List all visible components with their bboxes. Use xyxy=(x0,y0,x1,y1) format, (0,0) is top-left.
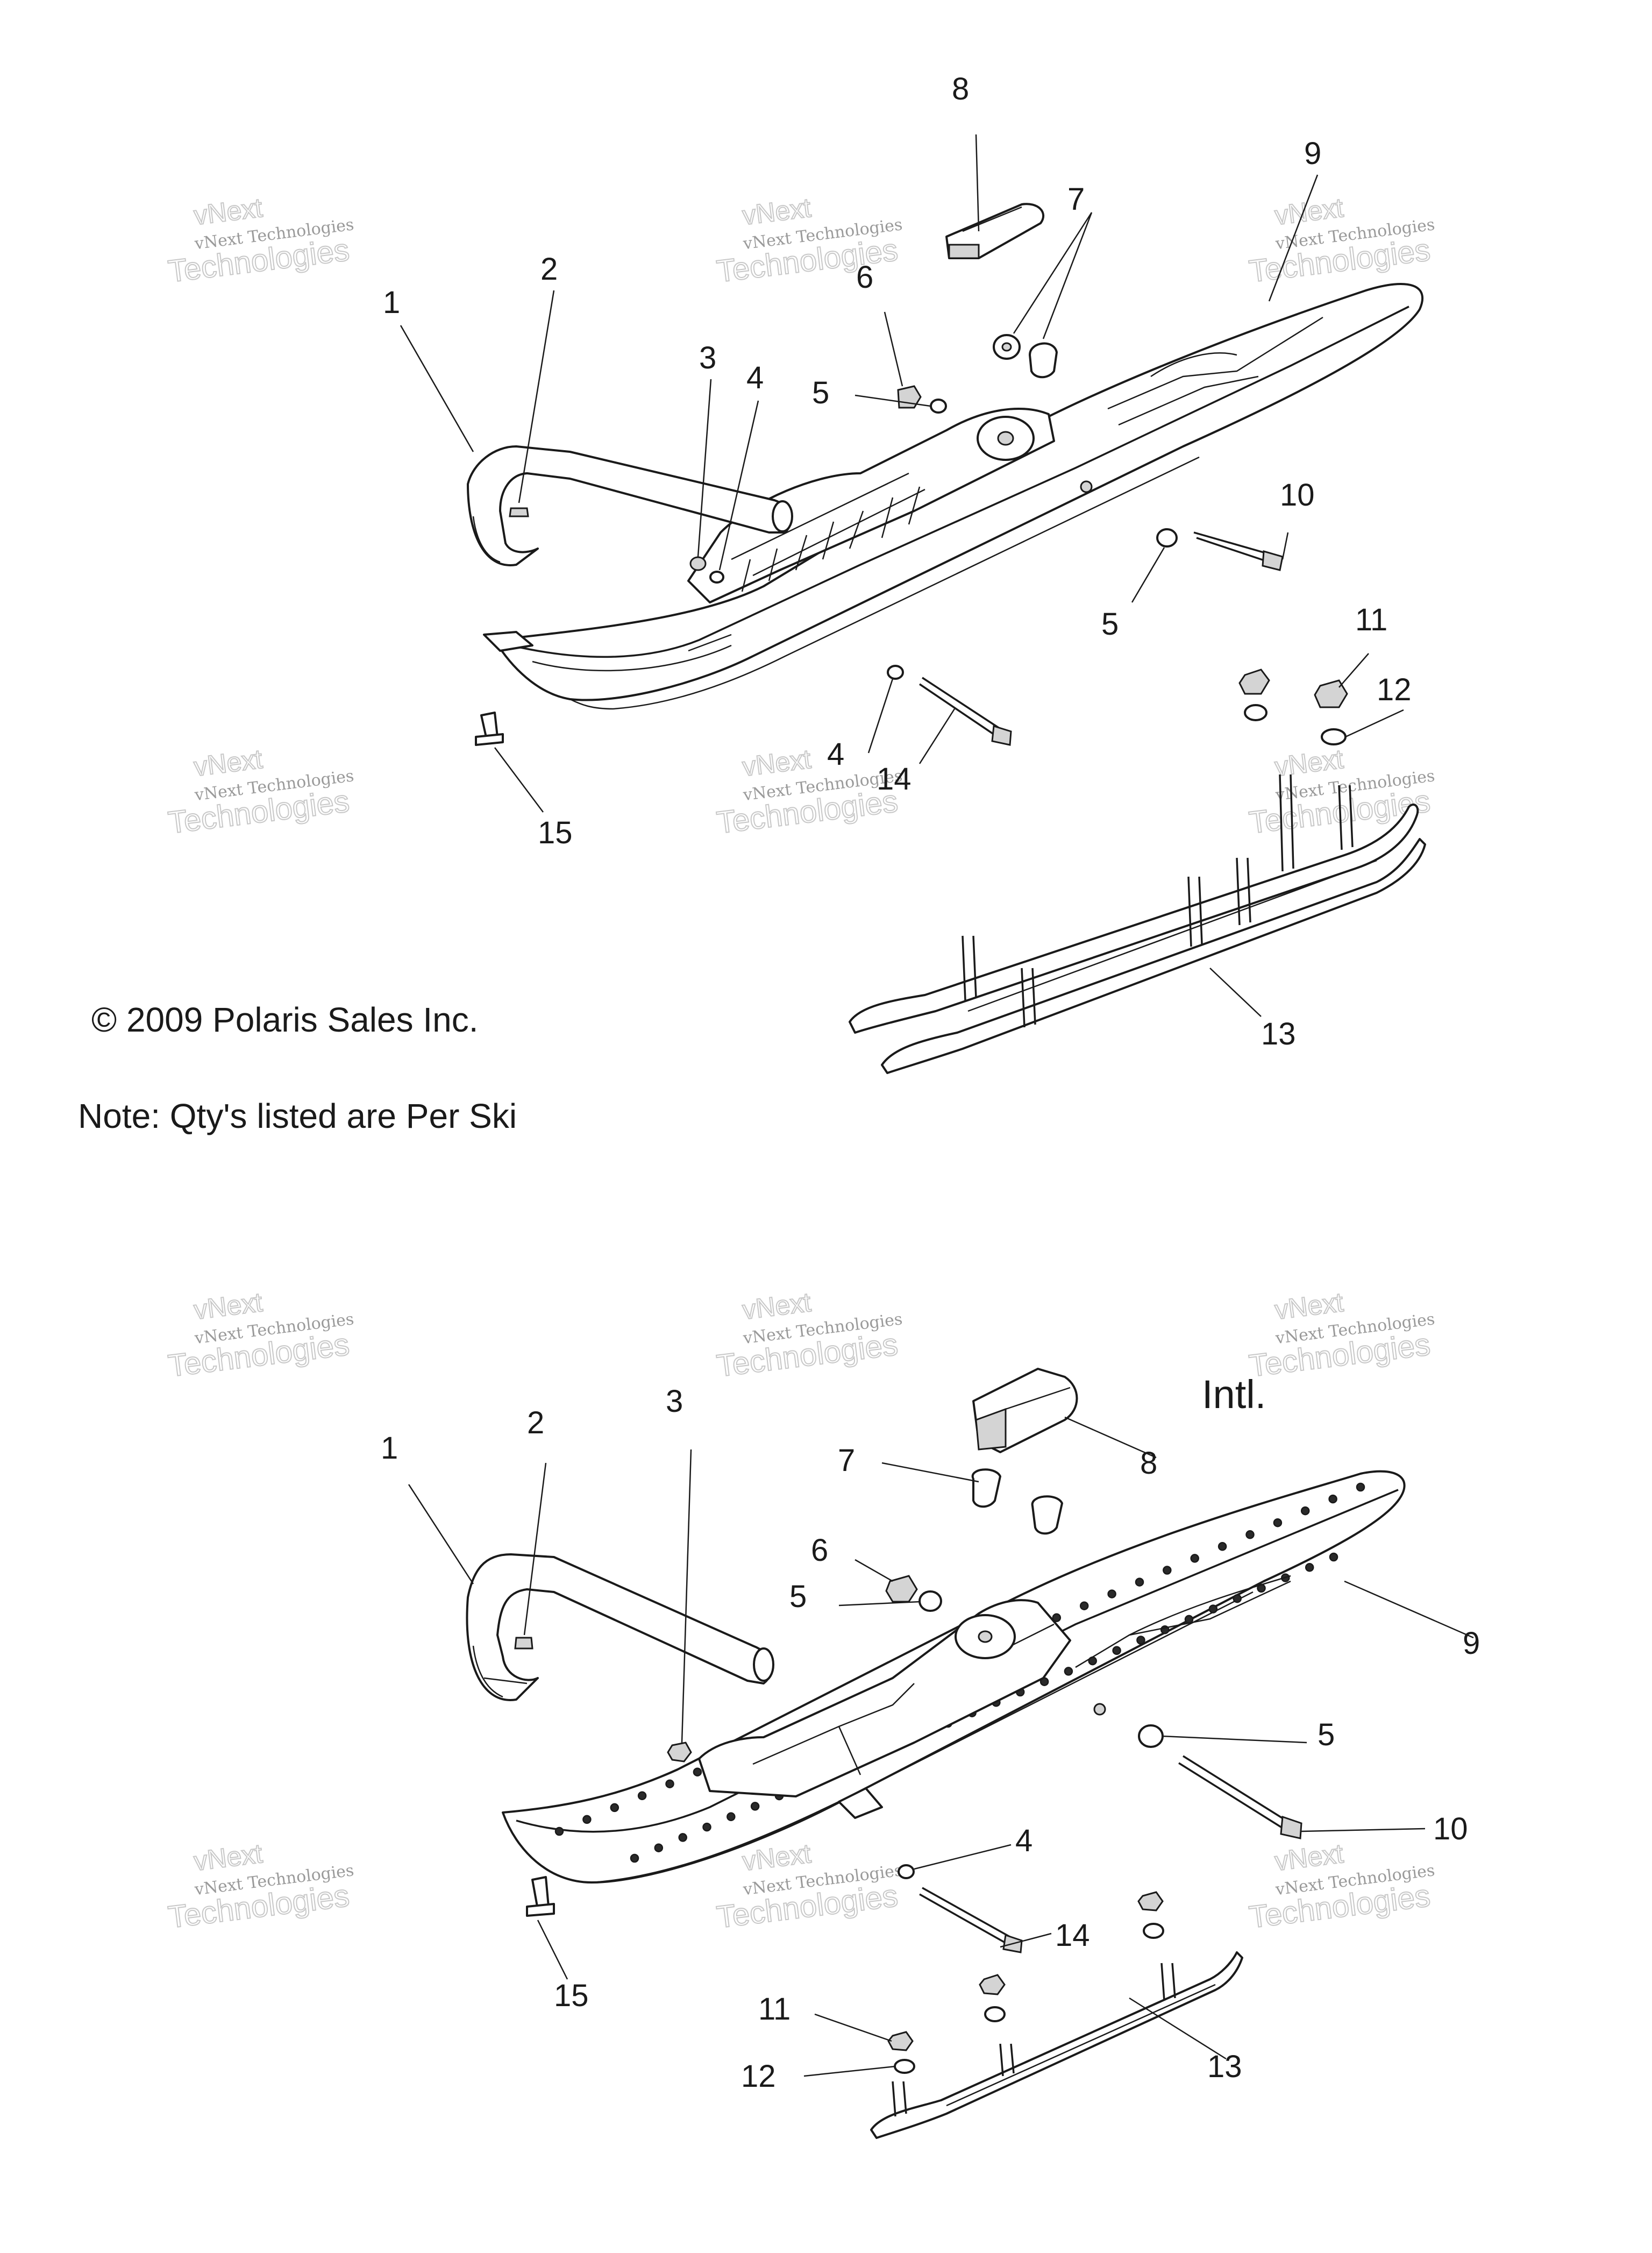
grip-stud xyxy=(1305,1563,1314,1572)
callout-bottom-5a: 5 xyxy=(789,1579,807,1614)
callout-bottom-1: 1 xyxy=(381,1431,398,1466)
grip-stud xyxy=(1233,1594,1242,1603)
callout-top-13: 13 xyxy=(1261,1017,1296,1051)
callout-bottom-8: 8 xyxy=(1140,1446,1157,1481)
callout-top-9: 9 xyxy=(1304,136,1321,171)
copyright-text: © 2009 Polaris Sales Inc. xyxy=(91,1000,479,1039)
callout-top-5b: 5 xyxy=(1101,607,1119,642)
callout-top-4b: 4 xyxy=(827,737,844,772)
callout-top-4: 4 xyxy=(746,360,764,395)
grip-stud xyxy=(630,1853,639,1863)
callout-bottom-6: 6 xyxy=(811,1533,828,1568)
watermark-outline-top: vNext xyxy=(192,1838,264,1877)
grip-stud xyxy=(1079,1601,1089,1610)
callout-bottom-2: 2 xyxy=(527,1405,544,1440)
callout-bottom-5b: 5 xyxy=(1318,1717,1335,1752)
grip-stud xyxy=(654,1843,664,1852)
callout-bottom-10: 10 xyxy=(1433,1811,1468,1846)
callout-top-8: 8 xyxy=(952,72,969,106)
callout-bottom-4: 4 xyxy=(1015,1823,1032,1858)
bottom-ski-assembly xyxy=(466,1368,1406,2139)
callout-top-15: 15 xyxy=(538,815,573,850)
callout-top-5a: 5 xyxy=(812,375,829,410)
grip-stud xyxy=(1273,1518,1283,1527)
callout-labels: 1 2 3 4 5 6 7 8 9 10 5 11 12 4 14 15 13 … xyxy=(381,72,1480,2094)
watermark-outline-top: vNext xyxy=(192,193,264,231)
watermark-outline-top: vNext xyxy=(1273,744,1345,782)
grip-stud xyxy=(693,1767,702,1776)
grip-stud xyxy=(1217,1542,1227,1551)
watermark-outline-top: vNext xyxy=(1273,1838,1345,1877)
callout-top-1: 1 xyxy=(383,285,400,320)
watermark-outline-top: vNext xyxy=(1273,1287,1345,1325)
grip-stud xyxy=(1356,1482,1365,1492)
callout-bottom-14: 14 xyxy=(1055,1918,1090,1953)
grip-stud xyxy=(727,1812,736,1822)
grip-stud xyxy=(637,1791,647,1801)
watermark-outline-top: vNext xyxy=(192,1287,264,1325)
callout-top-12: 12 xyxy=(1377,672,1412,707)
grip-stud xyxy=(1328,1494,1337,1504)
grip-stud xyxy=(582,1815,592,1824)
grip-stud xyxy=(1245,1530,1255,1539)
watermark-outline-top: vNext xyxy=(740,1287,813,1325)
grip-stud xyxy=(678,1833,687,1842)
grip-stud xyxy=(1329,1552,1338,1562)
grip-stud xyxy=(1136,1636,1145,1645)
callout-top-14: 14 xyxy=(877,762,912,797)
grip-stud xyxy=(1112,1646,1121,1655)
watermark-outline-top: vNext xyxy=(740,1838,813,1877)
callout-top-7: 7 xyxy=(1067,182,1085,217)
callout-top-6: 6 xyxy=(856,260,873,295)
callout-bottom-3: 3 xyxy=(666,1384,683,1419)
callout-bottom-7: 7 xyxy=(838,1443,855,1478)
grip-stud xyxy=(610,1803,620,1813)
intl-variant-label: Intl. xyxy=(1202,1372,1266,1417)
callout-bottom-13: 13 xyxy=(1207,2049,1242,2084)
grip-stud xyxy=(1190,1554,1199,1563)
grip-stud xyxy=(1064,1667,1073,1676)
grip-stud xyxy=(1135,1577,1144,1587)
callout-bottom-11: 11 xyxy=(758,1992,791,2027)
qty-note: Note: Qty's listed are Per Ski xyxy=(78,1097,517,1135)
callout-top-2: 2 xyxy=(540,252,558,287)
grip-stud xyxy=(1163,1566,1172,1575)
callout-bottom-12: 12 xyxy=(741,2059,776,2094)
leader-lines xyxy=(400,134,1474,2077)
watermark-outline-top: vNext xyxy=(740,744,813,782)
top-ski-assembly xyxy=(467,203,1426,1074)
grip-stud xyxy=(1107,1589,1116,1598)
grip-stud xyxy=(554,1826,564,1836)
callout-bottom-15: 15 xyxy=(554,1978,589,2013)
grip-stud xyxy=(1208,1604,1218,1614)
callout-top-11: 11 xyxy=(1355,602,1387,637)
grip-stud xyxy=(1300,1506,1310,1516)
grip-stud xyxy=(1052,1613,1062,1623)
grip-stud xyxy=(665,1779,674,1788)
watermark-outline-top: vNext xyxy=(192,744,264,782)
watermark-outline-top: vNext xyxy=(740,193,813,231)
callout-top-10: 10 xyxy=(1280,478,1315,513)
callout-bottom-9: 9 xyxy=(1463,1626,1480,1661)
callout-top-3: 3 xyxy=(699,340,716,375)
grip-stud xyxy=(750,1802,760,1811)
grip-stud xyxy=(702,1822,711,1832)
